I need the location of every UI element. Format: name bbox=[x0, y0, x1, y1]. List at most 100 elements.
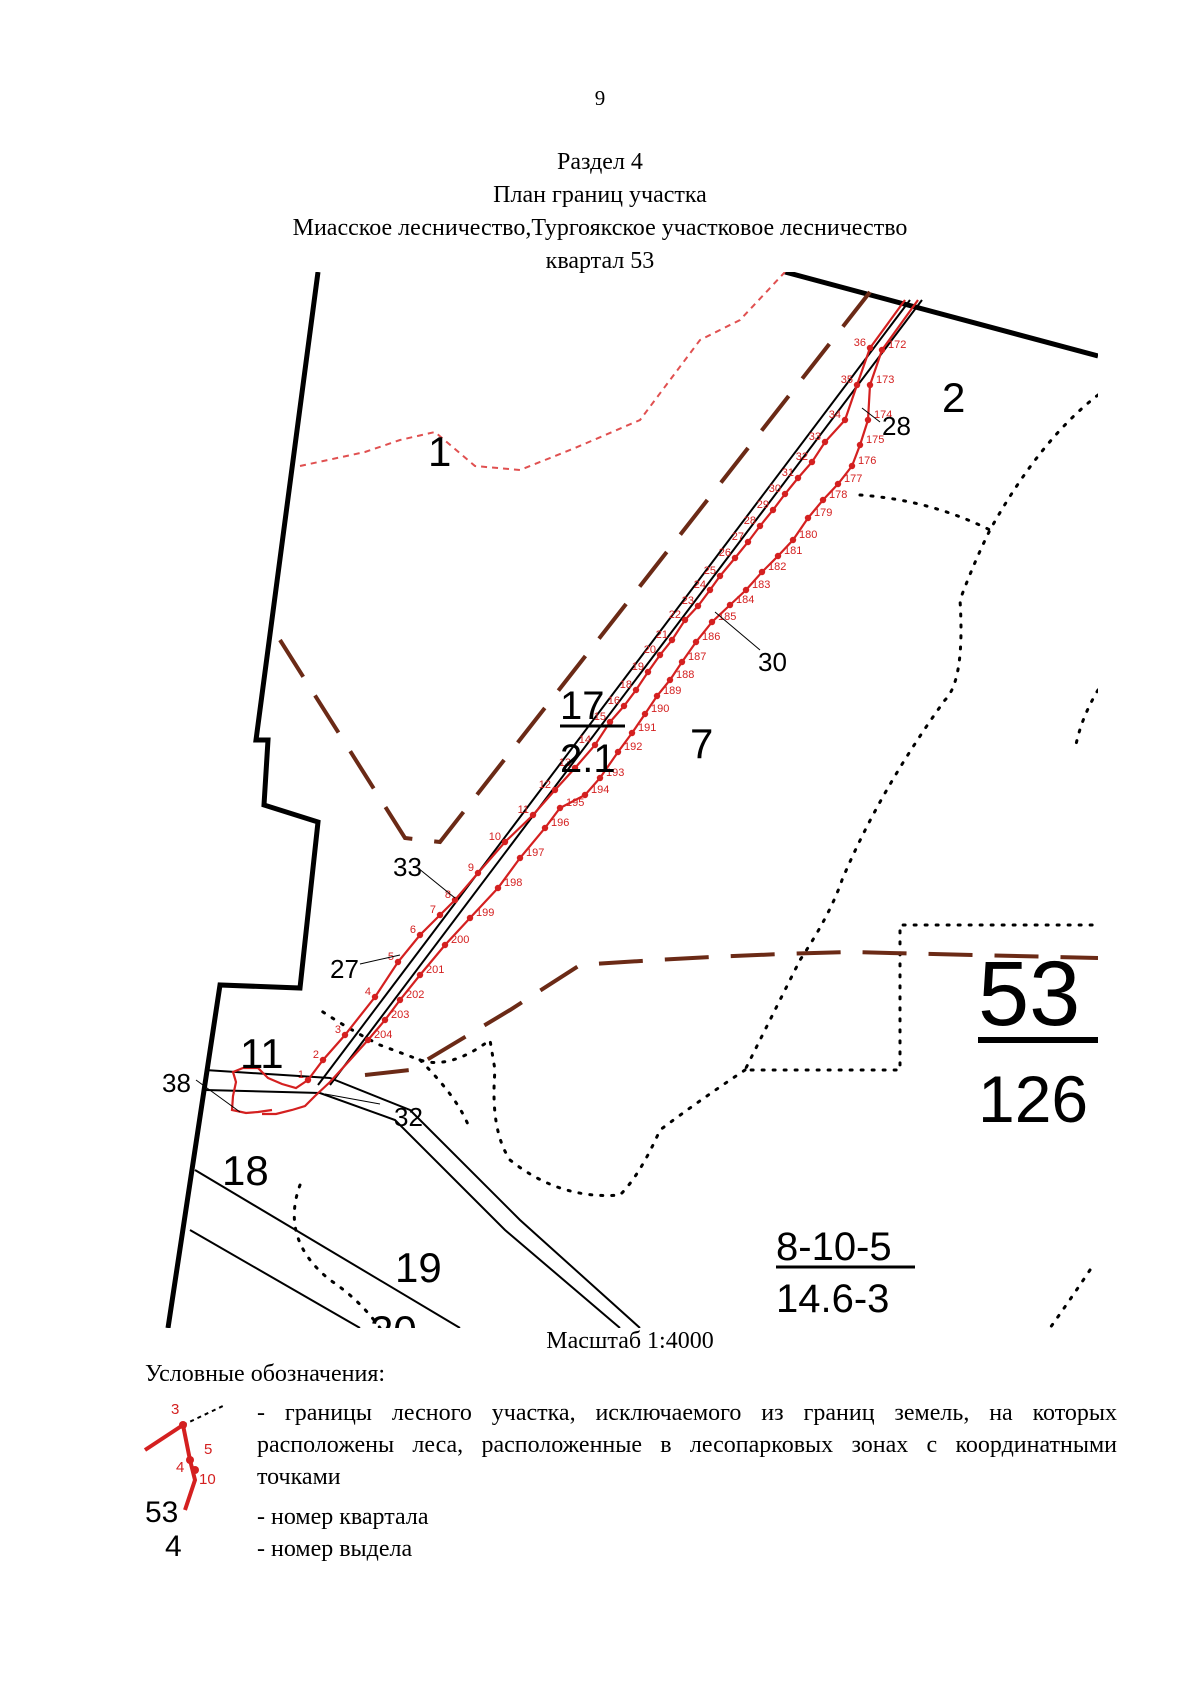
coordinate-point-label: 187 bbox=[688, 651, 706, 663]
coordinate-point bbox=[494, 884, 502, 892]
coordinate-point bbox=[341, 1031, 349, 1039]
coordinate-point bbox=[856, 441, 864, 449]
coordinate-point bbox=[441, 941, 449, 949]
coordinate-point bbox=[371, 993, 379, 1001]
coordinate-point bbox=[436, 911, 444, 919]
legend-boundary-symbol: 3 5 4 10 bbox=[143, 1401, 226, 1511]
callout-38: 38 bbox=[162, 1068, 191, 1098]
legend-point-10: 10 bbox=[199, 1471, 216, 1488]
coordinate-point-label: 197 bbox=[526, 847, 544, 859]
coordinate-point-label: 204 bbox=[374, 1029, 392, 1041]
coordinate-point-label: 180 bbox=[799, 529, 817, 541]
coordinate-point-label: 185 bbox=[718, 611, 736, 623]
coordinate-point bbox=[614, 748, 622, 756]
coordinate-point-label: 21 bbox=[656, 629, 668, 641]
coordinate-point bbox=[794, 474, 802, 482]
coordinate-point-label: 10 bbox=[489, 831, 501, 843]
allotment-boundary bbox=[858, 493, 992, 532]
coordinate-point bbox=[756, 522, 764, 530]
callout-leader bbox=[861, 407, 881, 423]
coordinate-point-label: 173 bbox=[876, 374, 894, 386]
coordinate-point-label: 31 bbox=[782, 467, 794, 479]
coordinate-point-label: 19 bbox=[632, 661, 644, 673]
coordinate-point bbox=[581, 791, 589, 799]
coordinate-point-label: 192 bbox=[624, 741, 642, 753]
road-line bbox=[204, 1069, 641, 1328]
coordinate-point bbox=[853, 381, 861, 389]
road-line bbox=[329, 299, 923, 1086]
coordinate-point-label: 33 bbox=[809, 431, 821, 443]
plan-title: План границ участка bbox=[493, 182, 707, 208]
coordinate-point bbox=[878, 346, 886, 354]
coordinate-point-label: 177 bbox=[844, 473, 862, 485]
coordinate-point bbox=[668, 636, 676, 644]
coordinate-point-label: 191 bbox=[638, 722, 656, 734]
coordinate-point-label: 179 bbox=[814, 507, 832, 519]
callout-28: 28 bbox=[882, 411, 911, 441]
map-scale: Масштаб 1:4000 bbox=[546, 1328, 714, 1354]
callout-27: 27 bbox=[330, 954, 359, 984]
quarter-boundary-line bbox=[165, 272, 321, 1328]
quarter-division-line bbox=[364, 949, 1098, 1077]
coordinate-point bbox=[466, 914, 474, 922]
coordinate-point-label: 4 bbox=[365, 986, 371, 998]
coordinate-point-label: 198 bbox=[504, 877, 522, 889]
quarter-boundary-line bbox=[784, 272, 1098, 359]
coordinate-point bbox=[821, 438, 829, 446]
road-line bbox=[194, 1169, 461, 1328]
coordinate-point bbox=[551, 786, 559, 794]
forestry-name: Миасское лесничество,Тургоякское участко… bbox=[292, 215, 908, 241]
legend-point-5: 5 bbox=[204, 1441, 212, 1458]
coordinate-point bbox=[841, 416, 849, 424]
allotment-boundary bbox=[292, 1058, 472, 1328]
coordinate-point-label: 32 bbox=[796, 451, 808, 463]
coordinate-point bbox=[774, 552, 782, 560]
coordinate-point-label: 9 bbox=[468, 862, 474, 874]
fraction-bottom-denom: 14.6-3 bbox=[776, 1277, 889, 1321]
coordinate-point bbox=[529, 811, 537, 819]
coordinate-point bbox=[632, 686, 640, 694]
coordinate-point bbox=[364, 1036, 372, 1044]
legend-boundary-text: - границы лесного участка, исключаемого … bbox=[257, 1400, 1117, 1490]
plot-label-18: 18 bbox=[222, 1147, 269, 1194]
coordinate-point bbox=[666, 676, 674, 684]
plot-label-11: 11 bbox=[240, 1030, 284, 1077]
coordinate-point bbox=[656, 651, 664, 659]
coordinate-point bbox=[304, 1076, 312, 1084]
coordinate-point-label: 172 bbox=[888, 339, 906, 351]
callout-leader bbox=[417, 867, 456, 899]
callout-33: 33 bbox=[393, 852, 422, 882]
coordinate-point bbox=[596, 774, 604, 782]
coordinate-point-label: 22 bbox=[669, 609, 681, 621]
coordinate-point-label: 13 bbox=[559, 757, 571, 769]
coordinate-point bbox=[819, 496, 827, 504]
legend-point-3: 3 bbox=[171, 1401, 179, 1418]
legend-allotment-text: - номер выдела bbox=[257, 1536, 413, 1562]
coordinate-point-label: 194 bbox=[591, 784, 609, 796]
coordinate-point bbox=[541, 824, 549, 832]
plot-label-1: 1 bbox=[428, 428, 451, 475]
allotment-boundary bbox=[742, 393, 1098, 1072]
coordinate-point-label: 182 bbox=[768, 561, 786, 573]
road-line bbox=[204, 1089, 621, 1328]
fraction-top-denom: 2.1 bbox=[560, 737, 616, 781]
callout-leader bbox=[359, 954, 401, 965]
coordinate-point-label: 23 bbox=[682, 595, 694, 607]
coordinate-point bbox=[501, 838, 509, 846]
coordinate-point-label: 2 bbox=[313, 1049, 319, 1061]
coordinate-point-label: 34 bbox=[829, 409, 841, 421]
section-heading: Раздел 4 bbox=[557, 149, 643, 175]
callout-30: 30 bbox=[758, 647, 787, 677]
coordinate-point bbox=[628, 729, 636, 737]
coordinate-point bbox=[516, 854, 524, 862]
coordinate-point bbox=[694, 602, 702, 610]
legend-quarter-sample: 53 bbox=[145, 1496, 179, 1529]
coordinate-point-label: 195 bbox=[566, 797, 584, 809]
coordinate-point bbox=[451, 896, 459, 904]
coordinate-point-label: 7 bbox=[430, 904, 436, 916]
coordinate-point bbox=[744, 538, 752, 546]
page-number: 9 bbox=[594, 86, 606, 110]
coordinate-point-label: 174 bbox=[874, 409, 892, 421]
coordinate-point bbox=[641, 710, 649, 718]
